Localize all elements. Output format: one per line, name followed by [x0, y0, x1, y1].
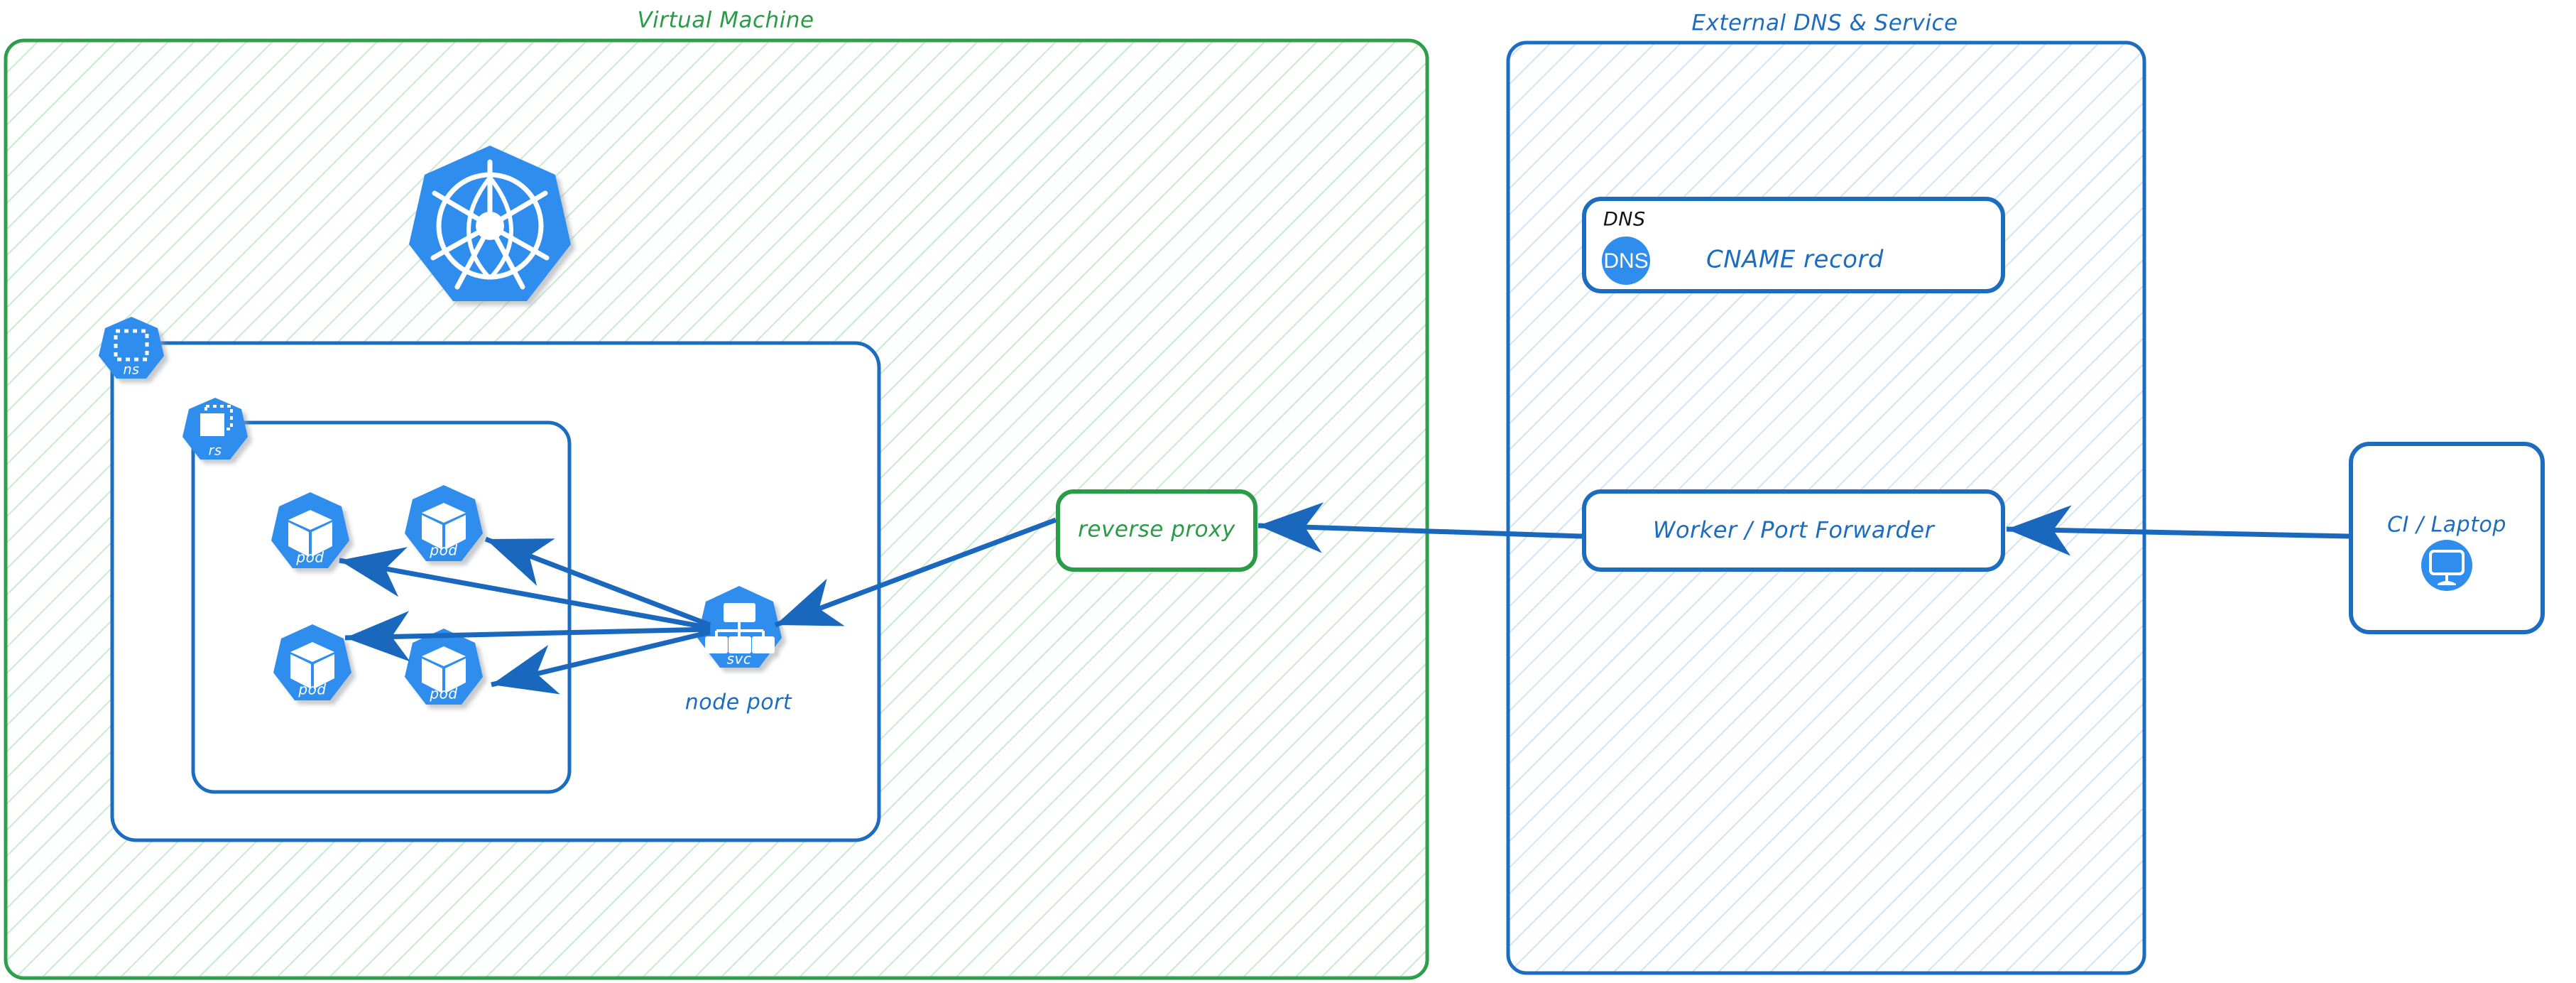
- namespace-icon-label: ns: [124, 362, 140, 378]
- edge-service-pod-3: [344, 611, 711, 662]
- replicaset-icon: rs: [182, 398, 248, 460]
- pod-3: pod: [273, 624, 351, 700]
- desktop-monitor-icon: [2421, 540, 2472, 591]
- pod-2-label: pod: [429, 542, 457, 559]
- pod-2: pod: [405, 485, 483, 561]
- edge-service-pod-4: [491, 629, 711, 695]
- replicaset-icon-label: rs: [209, 443, 222, 459]
- worker-port-forwarder-label: Worker / Port Forwarder: [1653, 516, 1936, 543]
- pod-1: pod: [271, 492, 349, 568]
- pod-4-label: pod: [429, 685, 457, 702]
- namespace-icon: ns: [99, 317, 164, 379]
- dns-card-label: CNAME record: [1706, 246, 1884, 274]
- dns-card[interactable]: DNS DNS CNAME record: [1582, 197, 2005, 293]
- edge-reverse-proxy-to-service: [774, 517, 1057, 628]
- reverse-proxy-label: reverse proxy: [1078, 517, 1235, 543]
- kubernetes-logo-icon: [409, 146, 571, 301]
- worker-port-forwarder-box[interactable]: Worker / Port Forwarder: [1582, 489, 2005, 572]
- edge-ci-laptop-to-worker: [2006, 505, 2349, 556]
- edge-worker-to-reverse-proxy: [1257, 502, 1583, 553]
- node-port-caption: node port: [685, 690, 792, 715]
- ci-laptop-label: CI / Laptop: [2387, 513, 2506, 538]
- pod-1-label: pod: [295, 549, 324, 566]
- service-icon-label: svc: [727, 651, 752, 668]
- reverse-proxy-box[interactable]: reverse proxy: [1056, 489, 1257, 572]
- pod-4: pod: [405, 629, 483, 705]
- edge-service-pod-2: [484, 536, 711, 628]
- ci-laptop-box[interactable]: CI / Laptop: [2349, 442, 2545, 634]
- edge-service-pod-1: [339, 547, 711, 631]
- dns-icon-label: DNS: [1603, 249, 1648, 273]
- dns-card-badge: DNS: [1603, 209, 1646, 231]
- service-icon: svc: [697, 586, 782, 668]
- group-external-dns-title: External DNS & Service: [1691, 11, 1958, 36]
- replicaset-boundary-box: [191, 420, 572, 794]
- group-virtual-machine-title: Virtual Machine: [637, 8, 814, 33]
- service-to-pods-arrows: [339, 536, 711, 695]
- pod-3-label: pod: [298, 681, 326, 698]
- dns-icon: [1602, 237, 1650, 285]
